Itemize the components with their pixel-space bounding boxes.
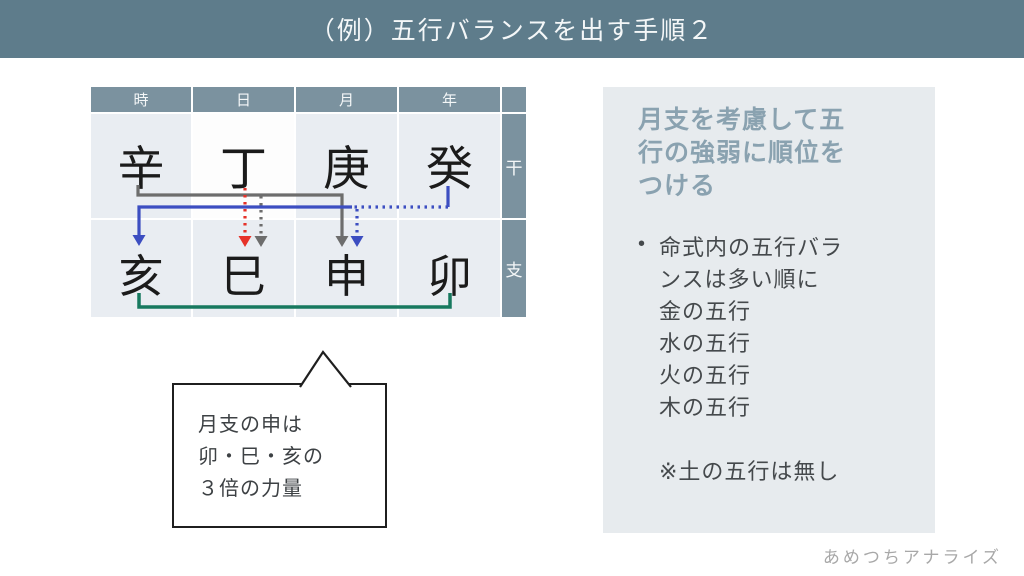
- panel-bullet-block: • 命式内の五行バラ ンスは多い順に 金の五行 水の五行 火の五行 木の五行 ※…: [638, 232, 915, 488]
- stem-year: 癸: [399, 114, 500, 218]
- watermark: あめつちアナライズ: [822, 548, 1002, 567]
- title-bar: （例）五行バランスを出す手順２: [0, 0, 1024, 58]
- col-header-month: 月: [296, 87, 397, 112]
- callout-box: 月支の申は 卯・巳・亥の ３倍の力量: [172, 383, 387, 528]
- bullet-icon: •: [638, 233, 646, 255]
- col-header-hour: 時: [91, 87, 191, 112]
- branch-day: 巳: [193, 220, 294, 317]
- row-label-stem: 干: [502, 114, 526, 218]
- col-header-year: 年: [399, 87, 500, 112]
- panel-heading: 月支を考慮して五 行の強弱に順位を つける: [638, 106, 847, 200]
- four-pillar-table: 時 日 月 年 辛 丁 庚 癸 干 亥 巳 申 卯 支: [91, 87, 526, 317]
- callout-text: 月支の申は 卯・巳・亥の ３倍の力量: [198, 414, 324, 500]
- row-label-branch: 支: [502, 220, 526, 317]
- page-title: （例）五行バランスを出す手順２: [309, 17, 715, 45]
- col-header-corner: [502, 87, 526, 112]
- branch-hour: 亥: [91, 220, 191, 317]
- col-header-day: 日: [193, 87, 294, 112]
- panel-body-text: 命式内の五行バラ ンスは多い順に 金の五行 水の五行 火の五行 木の五行 ※土の…: [659, 235, 844, 484]
- stem-month: 庚: [296, 114, 397, 218]
- branch-month: 申: [296, 220, 397, 317]
- stem-hour: 辛: [91, 114, 191, 218]
- stem-day: 丁: [193, 114, 294, 218]
- notes-panel: 月支を考慮して五 行の強弱に順位を つける • 命式内の五行バラ ンスは多い順に…: [603, 87, 935, 533]
- branch-year: 卯: [399, 220, 500, 317]
- callout-pointer: [299, 350, 352, 388]
